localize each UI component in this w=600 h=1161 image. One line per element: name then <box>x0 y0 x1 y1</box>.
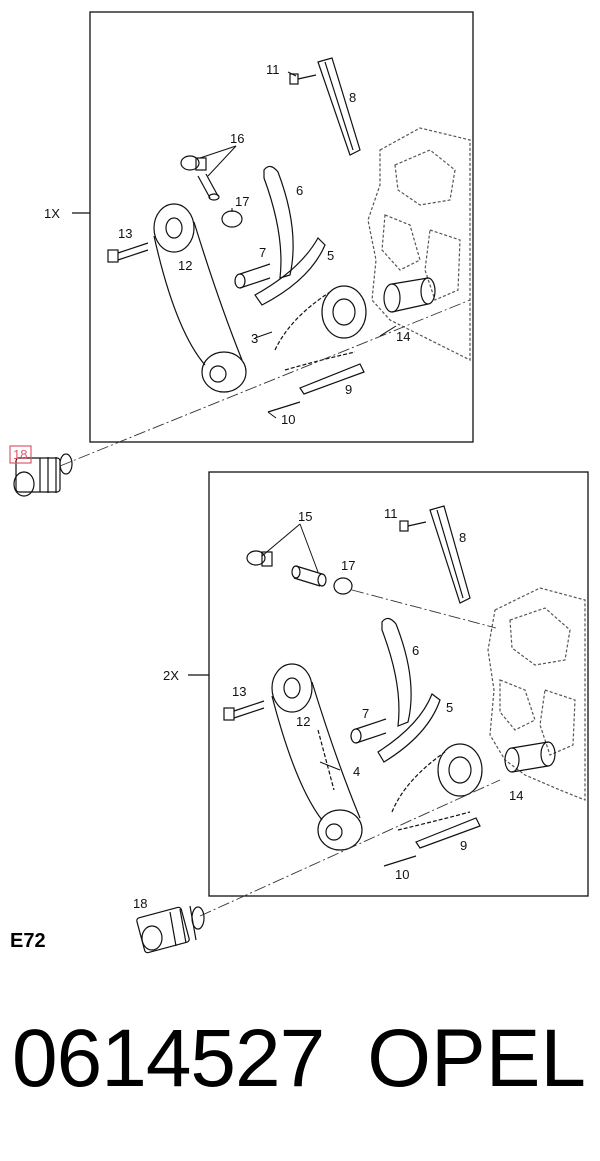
lower-callout-11: 11 <box>384 506 398 521</box>
upper-callout-16: 16 <box>230 131 244 146</box>
callout-18-highlight-box <box>9 445 32 464</box>
lower-bolt-10 <box>383 855 417 867</box>
upper-tensioner-16 <box>180 155 220 201</box>
upper-bolt-11 <box>289 73 317 85</box>
upper-tensioner-rail-6 <box>263 165 294 279</box>
lower-callout-10: 10 <box>395 867 409 882</box>
upper-shaft <box>383 277 436 313</box>
upper-callout-7: 7 <box>259 245 266 260</box>
upper-callout-8: 8 <box>349 90 356 105</box>
upper-callout-17: 17 <box>235 194 249 209</box>
diagram-code: E72 <box>10 930 46 952</box>
lower-callout-15: 15 <box>298 509 312 524</box>
lower-bolt-13 <box>223 700 265 721</box>
upper-chain-12 <box>153 203 247 393</box>
upper-seal-ring-17 <box>221 210 243 228</box>
lower-callout-17: 17 <box>341 558 355 573</box>
lower-tensioner-15 <box>246 550 327 587</box>
lower-callout-14: 14 <box>509 788 523 803</box>
lower-callout-5: 5 <box>446 700 453 715</box>
upper-callout-14: 14 <box>396 329 410 344</box>
upper-bolt-10 <box>267 401 301 413</box>
upper-callout-3: 3 <box>251 331 258 346</box>
upper-callout-18: 18 <box>13 447 27 462</box>
upper-callout-11: 11 <box>266 62 280 77</box>
upper-crank-sprocket-18 <box>13 453 73 497</box>
lower-callout-8: 8 <box>459 530 466 545</box>
upper-callout-6: 6 <box>296 183 303 198</box>
lower-label-2x: 2X <box>163 668 179 683</box>
upper-guide-5 <box>254 237 326 306</box>
lower-callout-12: 12 <box>296 714 310 729</box>
lower-callout-7: 7 <box>362 706 369 721</box>
lower-tensioner-rail-6 <box>381 617 412 727</box>
lower-bolt-11 <box>399 520 427 532</box>
lower-guide-rail-8 <box>429 505 471 604</box>
brand-name: OPEL <box>367 1013 586 1104</box>
upper-guide-9 <box>299 363 365 395</box>
lower-callout-9: 9 <box>460 838 467 853</box>
upper-pin-7 <box>234 263 271 289</box>
lower-callout-4: 4 <box>353 764 360 779</box>
upper-bolt-13 <box>107 242 149 263</box>
lower-callout-18: 18 <box>133 896 147 911</box>
upper-callout-5: 5 <box>327 248 334 263</box>
lower-pin-7 <box>350 718 387 744</box>
lower-guide-5 <box>377 693 441 763</box>
upper-callout-9: 9 <box>345 382 352 397</box>
lower-guide-9 <box>415 817 481 849</box>
lower-shaft <box>504 741 556 773</box>
lower-engine-block <box>487 587 586 801</box>
upper-callout-12: 12 <box>178 258 192 273</box>
upper-label-1x: 1X <box>44 206 60 221</box>
lower-crank-sprocket-18 <box>136 905 205 954</box>
upper-guide-rail-8 <box>317 57 361 156</box>
lower-callout-13: 13 <box>232 684 246 699</box>
lower-drive-chain-4 <box>391 743 483 831</box>
upper-callout-10: 10 <box>281 412 295 427</box>
upper-drive-chain-3 <box>274 285 367 371</box>
lower-seal-ring-17 <box>333 577 353 595</box>
part-number: 0614527 <box>12 1013 325 1104</box>
upper-engine-block <box>367 127 471 361</box>
upper-callout-13: 13 <box>118 226 132 241</box>
upper-panel-frame <box>89 11 474 443</box>
lower-callout-6: 6 <box>412 643 419 658</box>
lower-chain-12 <box>271 663 363 851</box>
lower-panel-frame <box>208 471 589 897</box>
